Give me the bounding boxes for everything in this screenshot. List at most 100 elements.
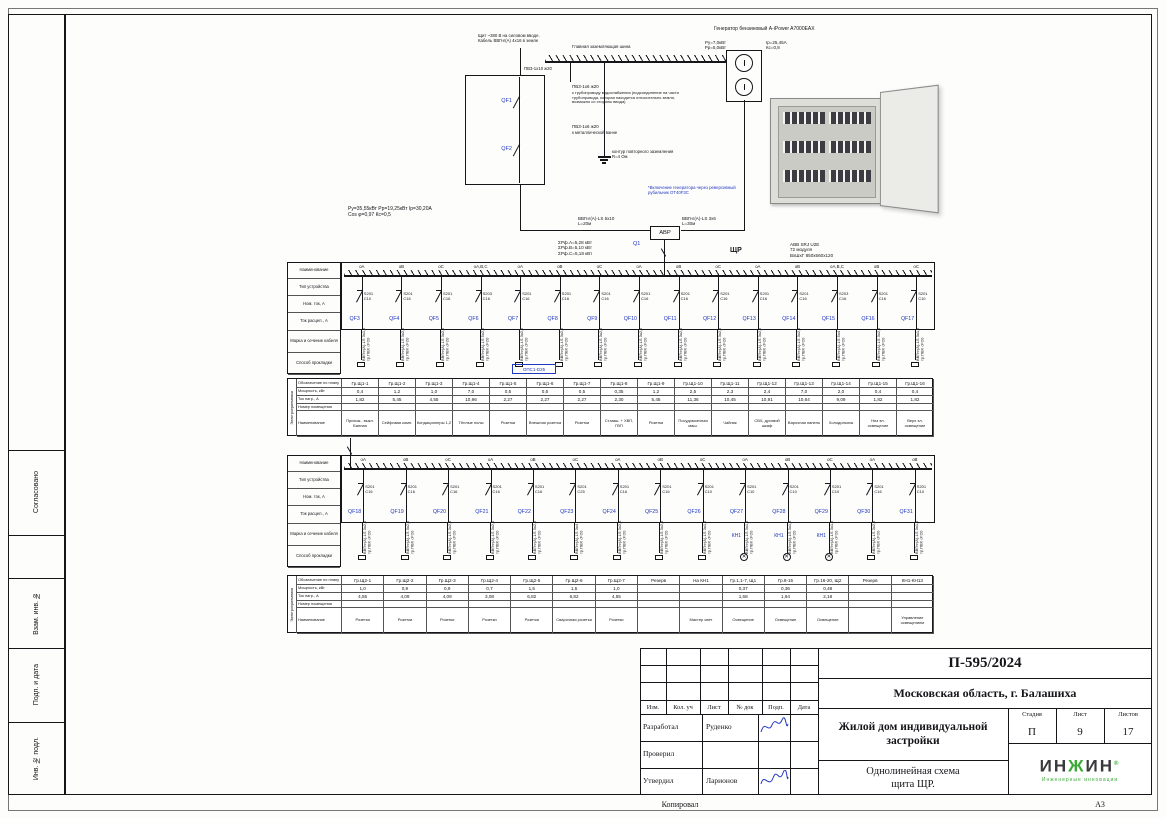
- load-terminal: [485, 555, 494, 560]
- wire: [604, 62, 605, 156]
- breaker-tick: [909, 483, 916, 484]
- phase-label: оВ: [530, 457, 536, 462]
- logo-tagline: Инженерные инновации: [1041, 777, 1119, 784]
- breaker-type-label: S201 С16: [662, 484, 672, 494]
- breaker-tick: [740, 483, 747, 484]
- table-cell: 0,36: [764, 585, 808, 593]
- cable-label: ВВГнг(А)-LS 3х2,5 тр.ПВХ d=20: [616, 520, 627, 554]
- table-cell: Гр.Щ1-16: [897, 379, 934, 388]
- table-cell: Розетки: [564, 411, 601, 437]
- circuit-line: [744, 523, 746, 553]
- rev-header: Подп.: [768, 703, 784, 711]
- title-block: [640, 648, 1152, 795]
- rev-header: Лист: [707, 703, 721, 711]
- breaker-id: QF11: [663, 316, 677, 322]
- breaker-id: QF29: [814, 509, 828, 515]
- table-cell: Гр.Щ1-15: [860, 379, 897, 388]
- breaker-id: QF7: [507, 316, 519, 322]
- table-cell: Гр.Щ1-14: [823, 379, 860, 388]
- sheet-header: Лист: [1073, 711, 1087, 718]
- logo-part: ИН: [1039, 756, 1069, 776]
- phase-label: оВ: [794, 264, 801, 269]
- feeder-line: [599, 277, 601, 329]
- pipe-bond-note: к трубопроводу водоснабжения (подсоедине…: [572, 90, 679, 104]
- stamp-line: [1008, 708, 1009, 795]
- breaker-id: QF27: [729, 509, 744, 515]
- staff-name: Ларионов: [706, 776, 738, 785]
- breaker-id: QF15: [821, 316, 835, 322]
- breaker-type-label: S201 С16: [759, 291, 770, 301]
- busbar-hatch: [344, 270, 932, 275]
- breaker-id: QF21: [475, 509, 489, 515]
- din-modules: [783, 170, 825, 182]
- staff-name: Руденко: [706, 722, 732, 731]
- cable-label: ВВГнг(А)-LS 3х2,5 тр.ПВХ d=20: [531, 520, 542, 554]
- table-cell: 4,55: [342, 593, 385, 601]
- generator-params-left: Py=7,0кВт Pp=5,0кВт: [704, 40, 726, 51]
- breaker-id: QF23: [560, 509, 574, 515]
- pv6-pipe-label: ПВ3-1х6 ж20: [572, 84, 599, 89]
- table-cell: 4,55: [595, 593, 638, 601]
- contactor-label: КН1: [816, 533, 826, 539]
- breaker-tick: [475, 290, 482, 291]
- table-cell: 1,2: [638, 388, 675, 396]
- sheets-value: 17: [1122, 726, 1134, 738]
- breaker-type-label: S201 С16: [534, 484, 545, 494]
- cable-label: ВВГнг(А)-LS 3х1,5 тр.ПВХ d=20: [786, 520, 796, 554]
- side-label-inv: Инв. № подл.: [8, 722, 65, 795]
- breaker-tick: [515, 290, 522, 291]
- load-terminal: [356, 362, 365, 367]
- wire: [520, 48, 521, 75]
- stamp-line: [640, 682, 818, 683]
- table-cell: 1,82: [860, 396, 897, 404]
- circuit-line: [659, 523, 661, 553]
- phase-label: оС: [913, 264, 919, 269]
- feeder-line: [559, 277, 561, 329]
- load-terminal: [358, 555, 367, 560]
- table-side-text: Электроприемники: [290, 390, 294, 425]
- breaker-id: QF25: [644, 509, 659, 515]
- table-cell: Гр.Щ2-2: [384, 576, 427, 585]
- table-cell: 0,4: [897, 388, 934, 396]
- stamp-line: [640, 741, 818, 742]
- wire: [545, 61, 726, 63]
- din-modules: [783, 112, 825, 124]
- avr-label: АВР: [659, 230, 671, 236]
- circuit-line: [701, 523, 703, 553]
- cable-label: ВВГнг(А)-LS 3х2,5 тр.ПВХ d=20: [400, 327, 410, 361]
- load-terminal: [527, 555, 536, 560]
- load-terminal: [871, 362, 880, 367]
- feeder-line: [441, 277, 442, 329]
- circuit-line: [531, 523, 533, 553]
- feeder-line: [532, 470, 534, 522]
- lamp-symbol: ✕: [824, 553, 833, 561]
- table-cell: Варочная панель: [786, 411, 823, 437]
- bath-bond-note: к металлической ванне: [572, 130, 618, 135]
- load-terminal: [570, 555, 579, 560]
- feeder-line: [757, 277, 759, 329]
- load-terminal: [697, 555, 706, 560]
- breaker-tick: [594, 290, 601, 291]
- breaker-type-label: S201 С10: [789, 484, 799, 494]
- circuit-line: [558, 330, 560, 360]
- table-cell: Гр.Щ1-11: [712, 379, 749, 388]
- load-terminal: [752, 362, 761, 367]
- table-cell: Прихож., выкл. Банная: [342, 411, 379, 437]
- table-cell: Гр.Щ1-7: [564, 379, 601, 388]
- stamp-line: [666, 648, 667, 714]
- table-cell: [849, 585, 892, 593]
- phase-label: оВ: [557, 264, 563, 269]
- breaker-tick: [655, 483, 662, 484]
- feeder-line: [797, 277, 799, 329]
- circuit-line: [786, 523, 788, 553]
- panel-row-label: Тип устройства: [288, 279, 340, 296]
- side-label-text: Согласовано: [33, 471, 40, 514]
- table-cell: [675, 404, 712, 411]
- table-cell: 11,36: [675, 396, 712, 404]
- phase-label: оВ: [873, 264, 880, 269]
- table-side-label: Электроприемники: [288, 379, 297, 436]
- phase-label: оА: [636, 264, 642, 269]
- cable-label: ВВГнг(А)-LS 3х2,5 тр.ПВХ d=20: [659, 520, 669, 554]
